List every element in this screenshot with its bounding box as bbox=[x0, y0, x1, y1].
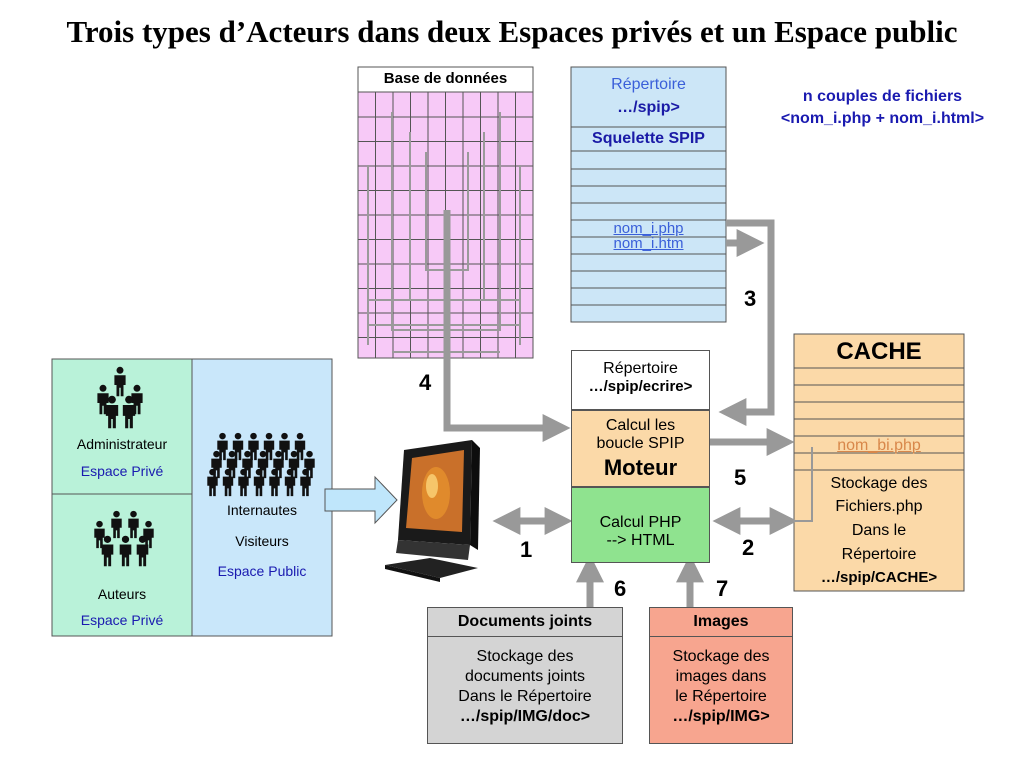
engine-dir-label: Répertoire bbox=[603, 360, 678, 377]
engine-dir-box: Répertoire …/spip/ecrire> bbox=[571, 350, 710, 410]
skeleton-table bbox=[570, 66, 727, 323]
step-2: 2 bbox=[742, 535, 755, 560]
authors-label: Auteurs bbox=[97, 586, 147, 602]
visiteurs-label: Visiteurs bbox=[235, 533, 289, 549]
engine-dir-path: …/spip/ecrire> bbox=[588, 378, 693, 395]
note-line2: <nom_i.php + nom_i.html> bbox=[780, 110, 985, 127]
internautes-label: Internautes bbox=[226, 502, 298, 518]
engine-loop-box: Calcul les boucle SPIP Moteur bbox=[571, 410, 710, 487]
step-4: 4 bbox=[419, 370, 432, 395]
engine-loop-line1: Calcul les bbox=[605, 417, 676, 434]
cache-file: nom_bi.php bbox=[837, 437, 921, 454]
cache-desc-line1: Stockage des bbox=[830, 475, 928, 492]
step-6: 6 bbox=[614, 576, 627, 601]
images-header: Images bbox=[650, 608, 792, 637]
authors-space: Espace Privé bbox=[80, 612, 164, 628]
cache-title: CACHE bbox=[836, 338, 922, 365]
images-line1: Stockage des bbox=[672, 648, 770, 665]
engine-name: Moteur bbox=[603, 455, 678, 480]
skeleton-file-php: nom_i.php bbox=[613, 220, 684, 237]
monitor-icon bbox=[385, 440, 480, 582]
documents-line3: Dans le Répertoire bbox=[458, 688, 592, 705]
cache-grid bbox=[793, 333, 965, 592]
skeleton-dir-label: Répertoire bbox=[611, 76, 686, 93]
step-7: 7 bbox=[716, 576, 729, 601]
admin-label: Administrateur bbox=[76, 436, 168, 452]
database-header: Base de données bbox=[383, 70, 508, 87]
cache-desc-path: …/spip/CACHE> bbox=[820, 569, 938, 586]
public-space-label: Espace Public bbox=[217, 563, 307, 579]
visitor-to-monitor-arrow bbox=[324, 475, 398, 525]
cache-desc-line3: Dans le bbox=[851, 522, 907, 539]
skeleton-dir-path: …/spip> bbox=[617, 99, 680, 116]
engine-php-line2: --> HTML bbox=[606, 532, 675, 549]
step-3: 3 bbox=[744, 286, 757, 311]
actors-panel bbox=[51, 358, 333, 637]
images-line3: le Répertoire bbox=[675, 688, 767, 705]
images-path: …/spip/IMG> bbox=[672, 708, 770, 725]
flow-arrows bbox=[443, 210, 798, 607]
documents-line1: Stockage des bbox=[476, 648, 574, 665]
admin-space: Espace Privé bbox=[80, 463, 164, 479]
page-title: Trois types d’Acteurs dans deux Espaces … bbox=[66, 14, 958, 49]
skeleton-section: Squelette SPIP bbox=[592, 130, 705, 147]
note-line1: n couples de fichiers bbox=[802, 88, 963, 105]
documents-header: Documents joints bbox=[428, 608, 622, 637]
images-line2: images dans bbox=[675, 668, 767, 685]
cache-desc-line4: Répertoire bbox=[841, 546, 917, 563]
step-5: 5 bbox=[734, 465, 747, 490]
skeleton-file-htm: nom_i.htm bbox=[613, 235, 684, 252]
engine-php-box: Calcul PHP --> HTML bbox=[571, 487, 710, 563]
documents-line2: documents joints bbox=[464, 668, 586, 685]
documents-box: Documents joints Stockage des documents … bbox=[427, 607, 623, 744]
images-box: Images Stockage des images dans le Réper… bbox=[649, 607, 793, 744]
cache-desc-line2: Fichiers.php bbox=[835, 498, 923, 515]
step-1: 1 bbox=[520, 537, 533, 562]
engine-php-line1: Calcul PHP bbox=[599, 514, 682, 531]
engine-loop-line2: boucle SPIP bbox=[596, 435, 685, 452]
documents-path: …/spip/IMG/doc> bbox=[459, 708, 591, 725]
